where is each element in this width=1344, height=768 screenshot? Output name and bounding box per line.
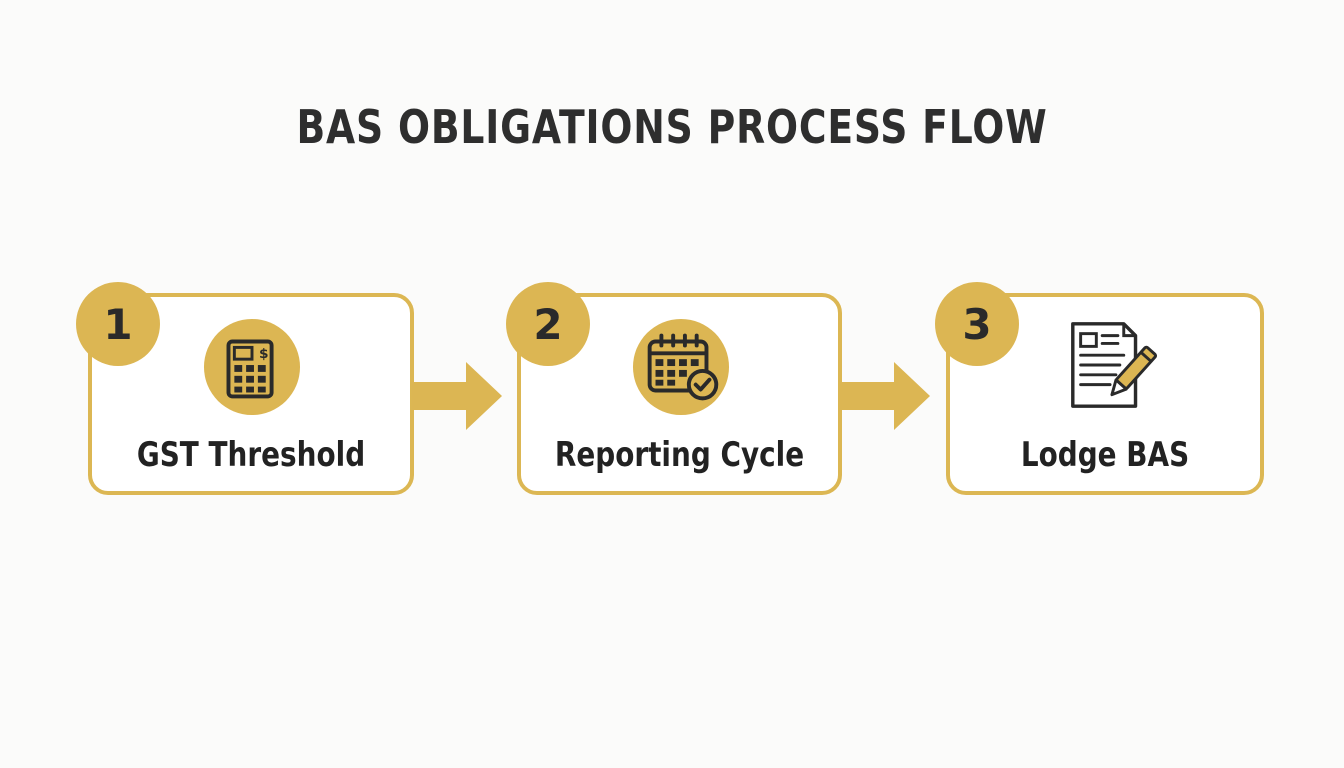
step-2-number-badge: 2 xyxy=(506,282,590,366)
step-1-number-badge: 1 xyxy=(76,282,160,366)
right-arrow-connector-2 xyxy=(840,362,930,430)
diagram-title: BAS OBLIGATIONS PROCESS FLOW xyxy=(296,100,1048,154)
calendar-check-icon xyxy=(632,318,730,416)
step-3-label: Lodge BAS xyxy=(1020,435,1190,475)
step-2-label: Reporting Cycle xyxy=(554,435,805,475)
document-pen-icon xyxy=(1071,322,1158,408)
svg-text:$: $ xyxy=(259,346,269,362)
right-arrow-connector-1 xyxy=(412,362,502,430)
step-1-label: GST Threshold xyxy=(136,435,366,475)
step-3-number-badge: 3 xyxy=(935,282,1019,366)
calculator-dollar-icon: $ xyxy=(203,318,301,416)
